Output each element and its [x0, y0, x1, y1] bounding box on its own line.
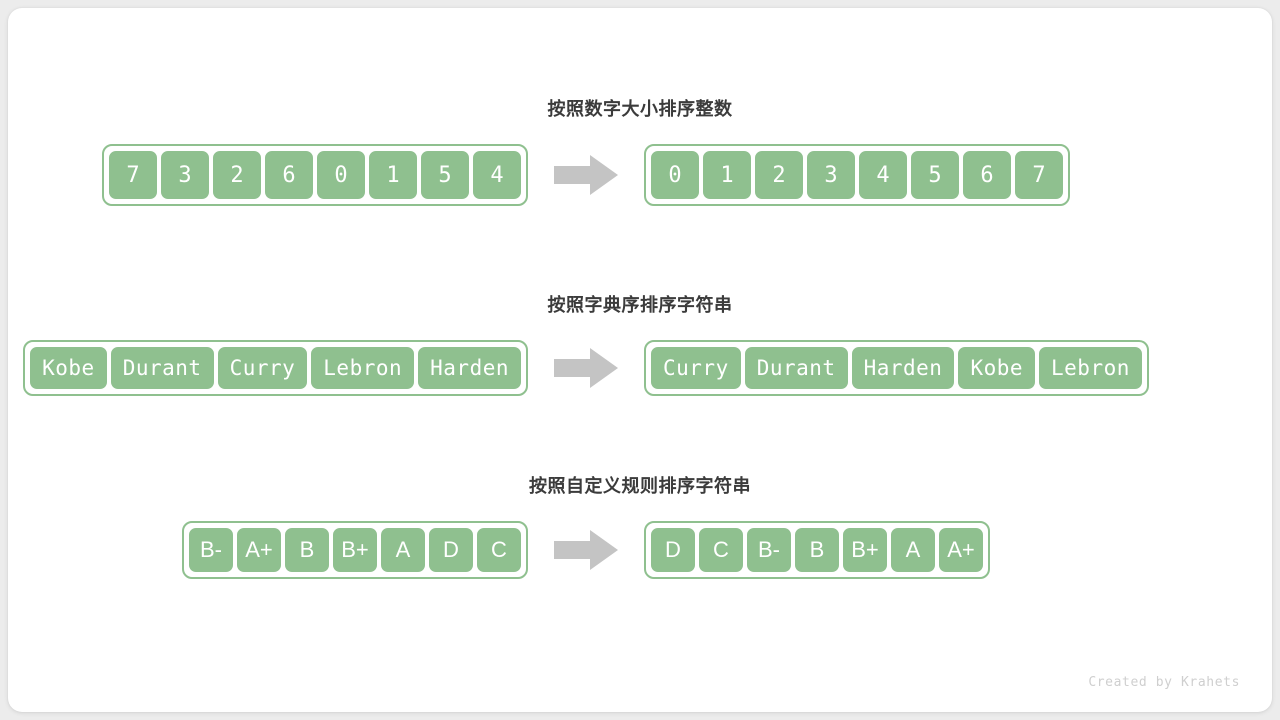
credit-text: Created by Krahets: [1088, 675, 1240, 690]
array-cell: 4: [857, 149, 909, 201]
array-cell: Lebron: [1037, 345, 1144, 391]
array-cell: Kobe: [956, 345, 1038, 391]
array-cell: Curry: [215, 345, 310, 391]
array-cell: Durant: [742, 345, 850, 391]
array-cell: A: [889, 526, 937, 574]
array-cell: 3: [159, 149, 211, 201]
array-cell: D: [649, 526, 697, 574]
array-cell: B: [283, 526, 331, 574]
array-cell: 0: [649, 149, 701, 201]
array-cell: 0: [315, 149, 367, 201]
array-cell: 2: [211, 149, 263, 201]
array-cell: 1: [701, 149, 753, 201]
section-title: 按照自定义规则排序字符串: [529, 476, 751, 496]
array-cell: 7: [1013, 149, 1065, 201]
array-cell: 6: [263, 149, 315, 201]
array-cell: B+: [841, 526, 889, 574]
array-cell: 3: [805, 149, 857, 201]
array-cell: 6: [961, 149, 1013, 201]
array-cell: Curry: [649, 345, 743, 391]
right-arrow-icon: [554, 530, 618, 570]
section-title: 按照数字大小排序整数: [547, 99, 733, 119]
array-cell: 7: [107, 149, 159, 201]
array-cell: 1: [367, 149, 419, 201]
array-cell: Kobe: [28, 345, 109, 391]
array-cell: C: [697, 526, 745, 574]
section-title: 按照字典序排序字符串: [547, 295, 733, 315]
array-cell: A+: [235, 526, 283, 574]
arrow-container: [528, 528, 644, 572]
array-cell: Durant: [108, 345, 216, 391]
array-cell: 2: [753, 149, 805, 201]
array-cell: 5: [909, 149, 961, 201]
array-cell: B-: [745, 526, 793, 574]
array-cell: D: [427, 526, 475, 574]
arrow-container: [528, 346, 644, 390]
array-cell: B+: [331, 526, 379, 574]
array-cell: C: [475, 526, 523, 574]
array-cell: 4: [471, 149, 523, 201]
array-cell: B-: [187, 526, 235, 574]
array-cell: Lebron: [309, 345, 417, 391]
array-cell: B: [793, 526, 841, 574]
right-arrow-icon: [554, 155, 618, 195]
arrow-container: [528, 153, 644, 197]
array-cell: Harden: [849, 345, 957, 391]
array-cell: A: [379, 526, 427, 574]
array-cell: 5: [419, 149, 471, 201]
right-arrow-icon: [554, 348, 618, 388]
array-cell: A+: [937, 526, 985, 574]
array-cell: Harden: [416, 345, 523, 391]
